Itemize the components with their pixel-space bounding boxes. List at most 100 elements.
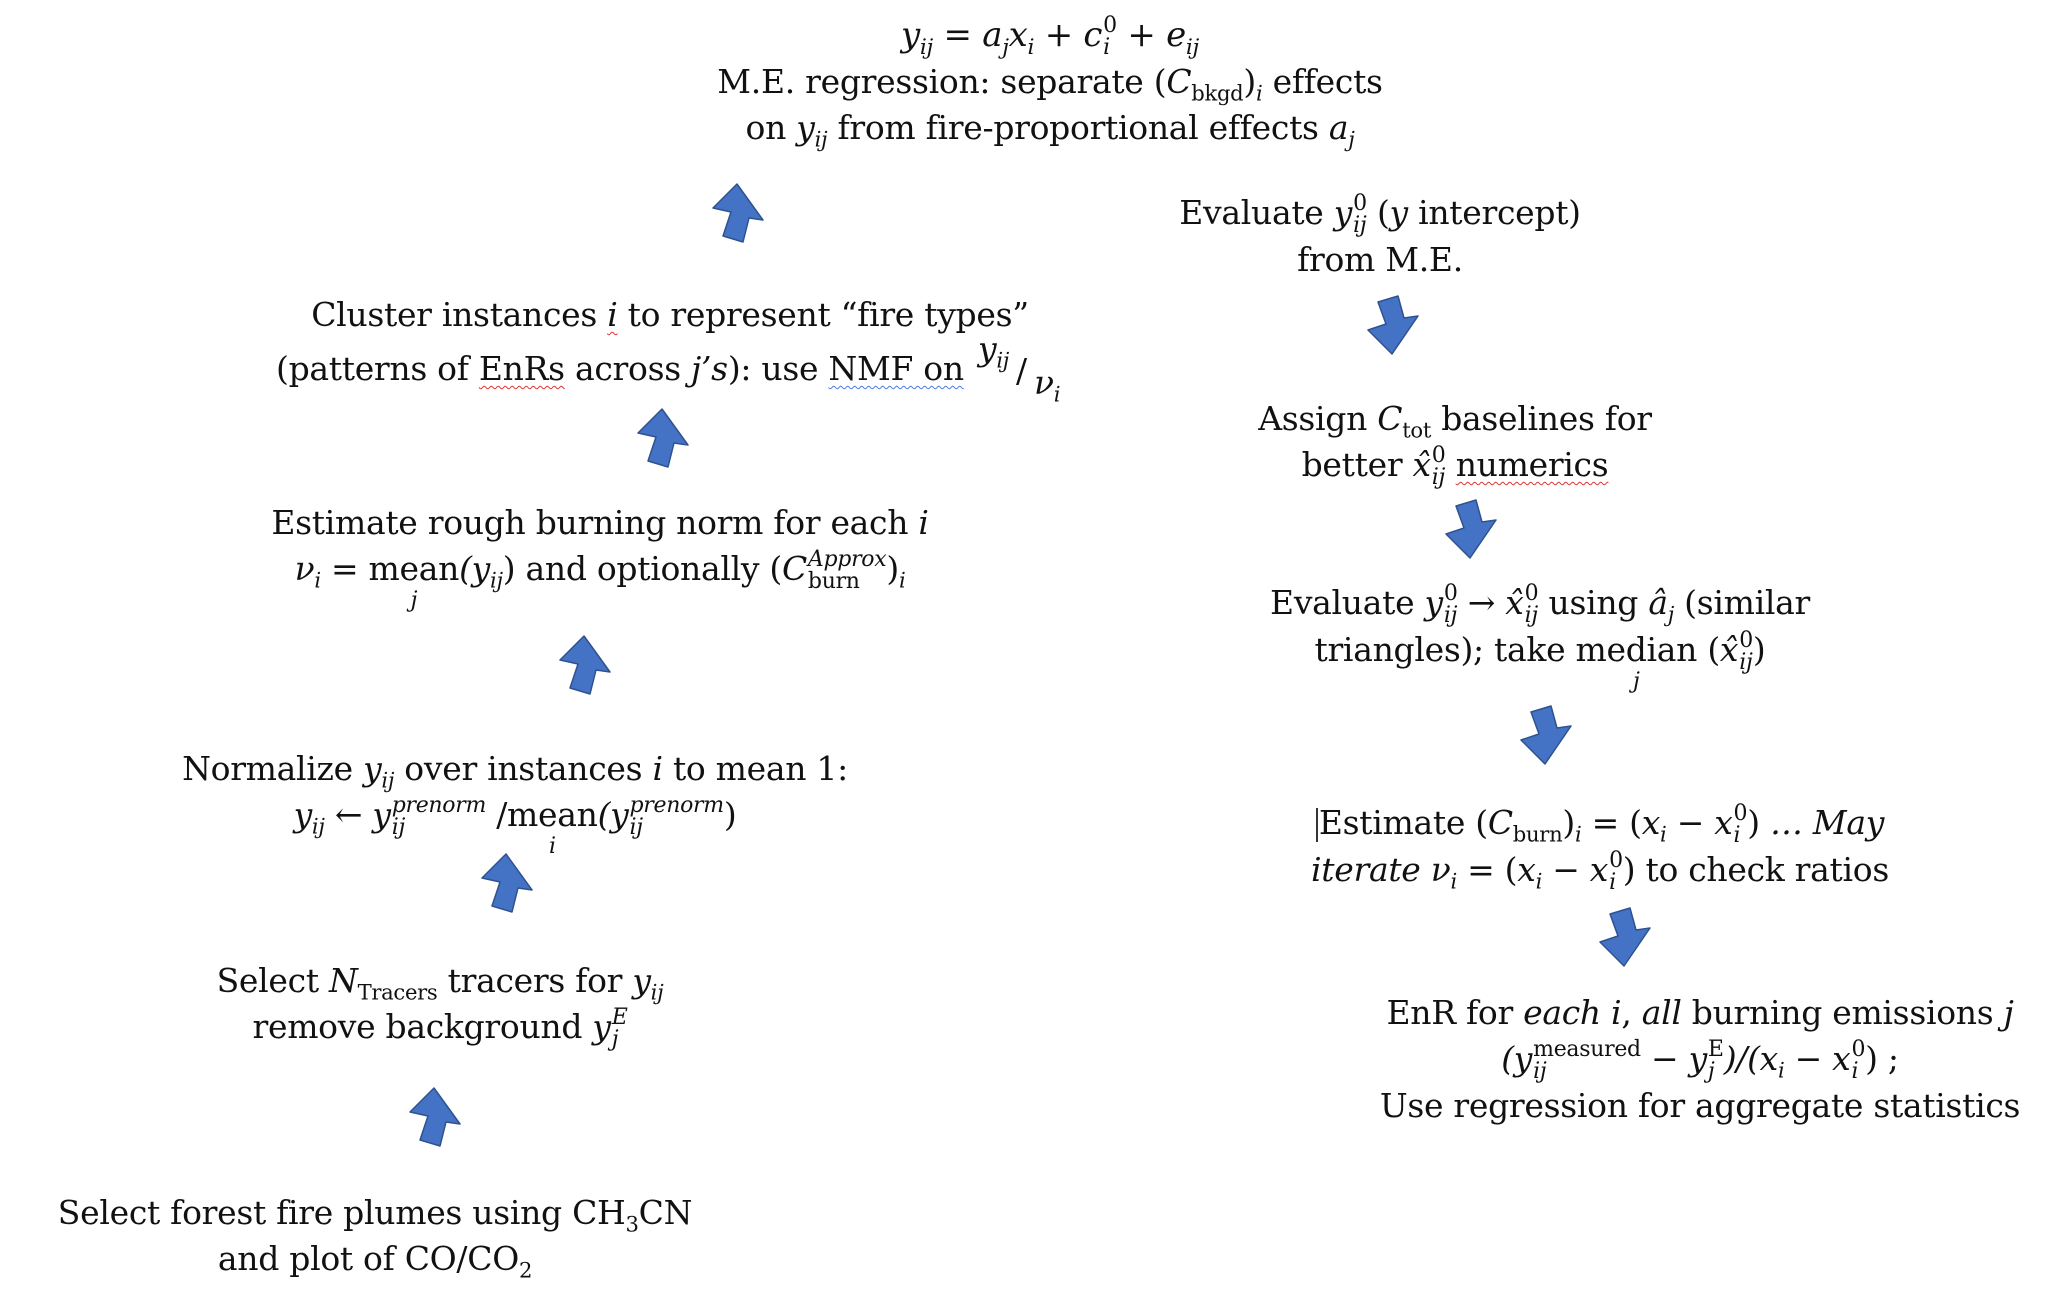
sub-burn: burn xyxy=(1512,821,1563,847)
sup-E: E xyxy=(1707,1037,1724,1062)
text: ): use xyxy=(727,349,829,388)
text-cursor xyxy=(1315,808,1318,842)
var-x-hat: x̂ xyxy=(1412,445,1431,484)
var-y: y xyxy=(592,1007,611,1046)
sub-3: 3 xyxy=(625,1211,639,1237)
arrow-up-icon xyxy=(705,180,769,244)
text: mean xyxy=(507,795,598,834)
var-nu: ν xyxy=(294,549,315,588)
evaluate-intercept-line2: from M.E. xyxy=(1297,240,1463,279)
text: )/(x xyxy=(1723,1039,1779,1078)
var-y: y xyxy=(363,749,382,788)
text: ( xyxy=(1366,193,1390,232)
var-e: e xyxy=(1166,15,1186,55)
sub-i: i xyxy=(1053,381,1061,407)
text: burning emissions xyxy=(1681,993,2004,1032)
sub-ij: ij xyxy=(1353,213,1367,238)
text: ) xyxy=(1243,62,1256,101)
minus: − xyxy=(1542,850,1590,889)
var-y: y xyxy=(293,795,313,834)
text: across xyxy=(564,349,692,388)
sub-ij: ij xyxy=(1524,603,1539,628)
sub-i: i xyxy=(898,567,906,593)
sub-2: 2 xyxy=(518,1257,533,1283)
step-enr: EnR for each i, all burning emissions j … xyxy=(1335,990,2065,1129)
minus: − xyxy=(1666,803,1715,842)
sub-ij: ij xyxy=(1533,1059,1547,1084)
text: (y xyxy=(1501,1039,1533,1078)
var-y: y xyxy=(632,961,651,1000)
sup-0: 0 xyxy=(1851,1037,1866,1062)
text: to represent “fire types” xyxy=(617,295,1029,334)
var-C: C xyxy=(1166,62,1192,101)
text: = ( xyxy=(1456,850,1518,889)
mean-subscript: i xyxy=(548,834,556,859)
text: ) xyxy=(723,795,737,834)
sup-prenorm: prenorm xyxy=(629,793,725,818)
text: remove background xyxy=(252,1007,593,1046)
text: ( xyxy=(1697,630,1720,669)
sup-0: 0 xyxy=(1609,848,1623,873)
sub-i: i xyxy=(1255,80,1263,106)
normalize-line1: Normalize yij over instances i to mean 1… xyxy=(120,746,910,792)
cluster-line2: (patterns of EnRs across j’s): use NMF o… xyxy=(240,329,1100,405)
sub-i: i xyxy=(1574,821,1582,847)
var-C: C xyxy=(1377,399,1403,438)
var-x-hat: x̂ xyxy=(1719,630,1739,669)
sub-ij: ij xyxy=(814,126,828,152)
var-y: y xyxy=(977,329,997,368)
sub-i: i xyxy=(1733,823,1741,848)
text: EnRs xyxy=(478,349,565,388)
slash: / xyxy=(1015,351,1027,390)
arrow-up-icon xyxy=(630,405,694,469)
text: EnR for xyxy=(1386,993,1524,1032)
var-C: C xyxy=(1487,803,1513,842)
text-italic: … May xyxy=(1759,803,1885,842)
var-y: y xyxy=(900,15,920,55)
sub-j: j xyxy=(1002,34,1009,60)
sub-ij: ij xyxy=(919,34,933,60)
text-italic: all xyxy=(1641,993,1682,1032)
var-nu: ν xyxy=(1033,363,1054,402)
text: tracers for xyxy=(437,961,633,1000)
sup-0: 0 xyxy=(1443,581,1458,606)
step-estimate-norm: Estimate rough burning norm for each i ν… xyxy=(210,500,990,612)
text: CN xyxy=(638,1193,693,1232)
sub-ij: ij xyxy=(629,815,644,840)
arrow-up-icon xyxy=(474,850,538,914)
text: mean xyxy=(368,549,460,588)
sub-tot: tot xyxy=(1402,417,1432,443)
arrow-down-icon xyxy=(1594,906,1658,970)
var-i: i xyxy=(607,295,618,334)
sub-i: i xyxy=(314,567,321,593)
text: ) xyxy=(502,549,516,588)
equals: = xyxy=(933,15,983,55)
text: and optionally ( xyxy=(515,549,783,588)
text: ) xyxy=(886,549,899,588)
estimate-norm-line1: Estimate rough burning norm for each i xyxy=(210,500,990,546)
text: Evaluate xyxy=(1270,583,1425,622)
text: − x xyxy=(1784,1039,1851,1078)
regression-description-line1: M.E. regression: separate (Cbkgd)i effec… xyxy=(660,59,1440,105)
text: effects xyxy=(1262,62,1383,101)
fraction-y-over-nu: yij / νi xyxy=(974,329,1064,405)
text: Normalize xyxy=(182,749,364,788)
regression-description-line2: on yij from fire-proportional effects aj xyxy=(660,105,1440,151)
sub-i: i xyxy=(1609,870,1616,895)
median-subscript: j xyxy=(1633,669,1640,694)
sub-tracers: Tracers xyxy=(357,979,438,1005)
text-italic: j’s xyxy=(691,349,728,388)
plus: + xyxy=(1116,15,1167,55)
